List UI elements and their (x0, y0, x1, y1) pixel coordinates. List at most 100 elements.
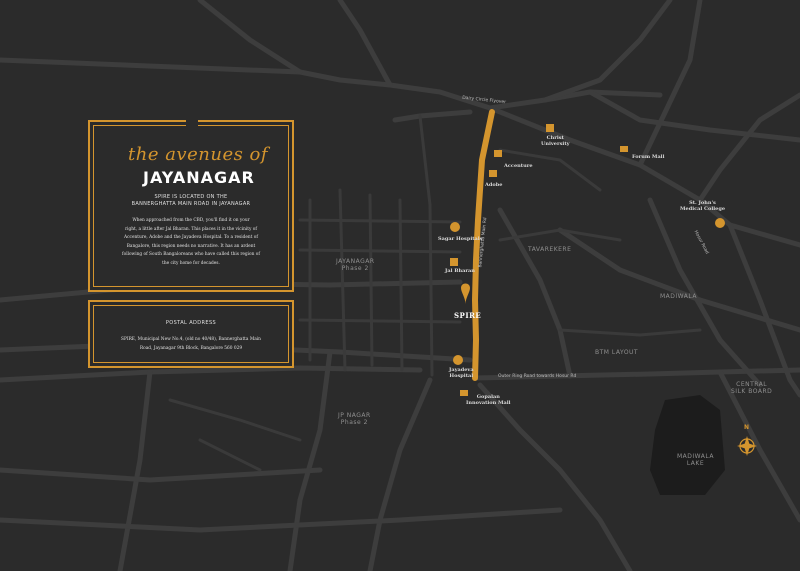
poi-name: Christ (546, 135, 564, 141)
office-icon (494, 150, 502, 157)
poi-label-st-johns: St. John's Medical College (680, 200, 725, 212)
body-line: Accenture, Adobe and the Jayadeva Hospit… (124, 235, 258, 240)
poi-label-forum-mall: Forum Mall (632, 154, 665, 160)
road (337, 0, 393, 88)
area-label-madiwala: MADIWALA (660, 293, 697, 300)
body-line: following of South Bangaloreans who have… (122, 252, 260, 257)
road (367, 377, 433, 571)
intro-subtitle: SPIRE IS LOCATED ON THE BANNERGHATTA MAI… (100, 194, 282, 208)
area-name: SILK BOARD (731, 388, 773, 395)
address-panel: POSTAL ADDRESS SPIRE, Municipal New No.4… (88, 300, 294, 368)
road (558, 328, 702, 337)
body-line: the city home for decades. (162, 260, 220, 266)
subtitle-line: BANNERGHATTA MAIN ROAD IN JAYANAGAR (131, 201, 251, 207)
bannerghatta-road-highlight (472, 109, 495, 381)
poi-label-christ-university: Christ University (541, 135, 570, 147)
road (287, 349, 333, 571)
road (727, 222, 800, 398)
intro-body: When approached from the CBD, you'll fin… (100, 217, 282, 268)
office-icon (450, 258, 458, 266)
poi-label-jayadeva-hospital: Jayadeva Hospital (449, 367, 474, 379)
area-name: MADIWALA (677, 453, 714, 460)
road (637, 0, 703, 168)
address-line: Road, Jayanagar 9th Block, Bangalore 560… (139, 345, 243, 351)
road (398, 198, 404, 372)
poi-name: Gopalan (476, 394, 500, 400)
road (0, 507, 563, 533)
body-line: When approached from the CBD, you'll fin… (132, 218, 250, 223)
body-line: Bangalore, this region needs no narrativ… (126, 243, 256, 249)
road (498, 228, 622, 242)
body-line: right, a little after Jal Bharan. This p… (125, 226, 257, 232)
poi-name: Hospital (449, 373, 474, 379)
road (647, 197, 763, 388)
madiwala-lake-shape (650, 395, 725, 495)
road (298, 318, 462, 324)
road (298, 218, 462, 224)
poi-label-gopalan-mall: Gopalan Innovation Mall (466, 394, 511, 406)
road (477, 382, 633, 571)
road (198, 438, 262, 472)
area-label-jp-nagar: JP NAGAR Phase 2 (338, 412, 371, 426)
road (428, 203, 434, 377)
road (487, 105, 800, 248)
road (197, 0, 303, 75)
page-title: JAYANAGAR (143, 168, 255, 187)
road (298, 248, 462, 254)
poi-name: St. John's (689, 200, 716, 206)
address-heading: POSTAL ADDRESS (165, 320, 217, 326)
area-label-btm-layout: BTM LAYOUT (595, 349, 639, 356)
area-label-madiwala-lake: MADIWALA LAKE (677, 453, 714, 467)
area-phase: Phase 2 (340, 419, 368, 426)
poi-label-spire: SPIRE (454, 311, 482, 320)
road (117, 369, 153, 571)
road (498, 148, 602, 192)
mall-icon (460, 390, 468, 396)
university-icon (546, 124, 554, 132)
area-label-tavarekere: TAVAREKERE (528, 246, 572, 253)
address-text: SPIRE, Municipal New No.4, (old no 40/48… (100, 336, 282, 353)
poi-label-sagar-hospitals: Sagar Hospitals (438, 236, 483, 242)
area-label-central-silk-board: CENTRAL SILK BOARD (731, 381, 772, 395)
area-name: JAYANAGAR (336, 258, 375, 265)
mall-icon (620, 146, 628, 152)
address-panel-inner-border (93, 305, 289, 363)
office-icon (489, 170, 497, 177)
road (697, 92, 800, 203)
road (717, 369, 800, 523)
hospital-icon (715, 218, 725, 228)
compass-label: N (744, 424, 750, 431)
road (0, 467, 323, 483)
road (0, 57, 303, 75)
road (0, 365, 423, 383)
poi-name: University (541, 141, 570, 147)
minor-roads (168, 114, 702, 472)
road (418, 114, 432, 207)
road (168, 398, 302, 442)
area-phase: Phase 2 (341, 265, 369, 272)
hospital-icon (453, 355, 463, 365)
intro-panel: the avenues of JAYANAGAR SPIRE IS LOCATE… (88, 116, 294, 292)
pin-gap (186, 116, 198, 128)
road-label-outer-ring: Outer Ring Road towards Hosur Rd (498, 374, 577, 379)
road (497, 207, 573, 379)
poi-icons (450, 124, 725, 396)
road (557, 227, 800, 333)
area-name: CENTRAL (736, 381, 768, 388)
road (368, 193, 374, 367)
road (542, 0, 673, 103)
compass-icon (737, 436, 757, 456)
poi-name: Medical College (680, 206, 726, 212)
spire-pin-icon (461, 283, 470, 304)
poi-label-accenture: Accenture (504, 163, 533, 169)
hospital-icon (450, 222, 460, 232)
script-title: the avenues of (128, 144, 269, 165)
poi-label-adobe: Adobe (485, 182, 503, 188)
area-label-jayanagar: JAYANAGAR Phase 2 (336, 258, 375, 272)
poi-name: Jayadeva (449, 367, 474, 373)
poi-name: Innovation Mall (466, 400, 511, 406)
area-name: JP NAGAR (338, 412, 371, 419)
road (297, 69, 663, 111)
